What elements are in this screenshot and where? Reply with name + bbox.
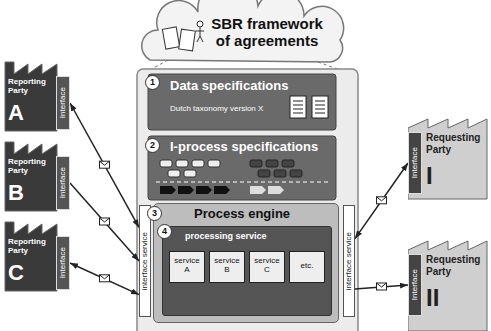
envelope-icon [377, 197, 387, 204]
party-building: Reporting PartyC Interface [4, 218, 72, 292]
party-building: Requesting PartyII Interface [408, 240, 488, 331]
message-arrow [70, 183, 139, 261]
vertical-label: interface service [344, 232, 353, 290]
box-title: Data specifications [170, 79, 330, 94]
process-box: Process engine processing service service … [153, 203, 339, 323]
envelope-icon [377, 283, 387, 290]
message-arrow [70, 263, 139, 295]
envelope-icon [100, 218, 110, 225]
spec-sheets [290, 96, 328, 118]
interface-strip: interface service [139, 205, 151, 317]
box-title: Requesting Party [426, 254, 486, 277]
envelope-icon [100, 275, 110, 282]
envelope-icon [100, 161, 110, 168]
process-box: service B [209, 251, 245, 283]
process-box: Data specificationsDutch taxonomy versio… [148, 74, 336, 130]
interface-strip: Interface [408, 132, 422, 194]
box-title: Reporting Party [8, 237, 54, 255]
process-box: SBR framework of agreements [200, 10, 335, 56]
cloud-shape [142, 0, 344, 62]
building-shape [5, 222, 57, 291]
box-title: I-process specifications [170, 140, 330, 155]
box-title: SBR framework of agreements [202, 15, 332, 50]
vertical-label: interface service [140, 232, 149, 290]
box-title: Process engine [194, 207, 334, 222]
box-subtext: I [426, 162, 486, 190]
band-shape [148, 136, 336, 200]
vertical-label: Interface [58, 247, 67, 278]
vertical-label: Interface [58, 87, 67, 118]
interface-strip: Interface [408, 254, 422, 316]
interface-strip: Interface [56, 156, 70, 210]
box-title: service A [171, 256, 203, 274]
box-subtext: Dutch taxonomy version X [170, 104, 280, 113]
party-building: Reporting PartyA Interface [4, 58, 72, 132]
process-box: etc. [289, 251, 325, 283]
vertical-label: Interface [58, 167, 67, 198]
message-arrow [70, 103, 139, 227]
box-title: Requesting Party [426, 132, 486, 155]
box-subtext: C [8, 260, 54, 285]
band-shape [148, 74, 336, 130]
box-subtext: B [8, 180, 54, 205]
document-icons [162, 21, 204, 51]
box-title: processing service [185, 231, 325, 241]
building-shape [408, 119, 487, 199]
process-box: service A [169, 251, 205, 283]
message-arrow [355, 163, 408, 239]
vertical-label: Interface [410, 269, 419, 300]
building-shape [408, 241, 487, 331]
box-subtext: II [426, 284, 486, 312]
interface-strip: interface service [343, 205, 355, 317]
callout-number: 2 [145, 138, 160, 153]
box-subtext: A [8, 100, 54, 125]
process-box: I-process specifications [148, 136, 336, 200]
box-title: Reporting Party [8, 77, 54, 95]
process-glyphs [156, 160, 330, 194]
building-shape [5, 142, 57, 211]
process-box: service C [249, 251, 285, 283]
callout-number: 3 [147, 206, 162, 221]
callout-number: 4 [157, 224, 172, 239]
box-title: etc. [291, 261, 323, 270]
box-title: service B [211, 256, 243, 274]
callout-number: 1 [145, 75, 160, 90]
building-shape [5, 62, 57, 131]
party-building: Requesting PartyI Interface [408, 118, 488, 200]
platform-box [137, 69, 358, 331]
interface-strip: Interface [56, 236, 70, 290]
box-title: service C [251, 256, 283, 274]
vertical-label: Interface [410, 147, 419, 178]
process-box: processing service service A service B serv… [162, 226, 332, 316]
interface-strip: Interface [56, 76, 70, 130]
box-title: Reporting Party [8, 157, 54, 175]
party-building: Reporting PartyB Interface [4, 138, 72, 212]
